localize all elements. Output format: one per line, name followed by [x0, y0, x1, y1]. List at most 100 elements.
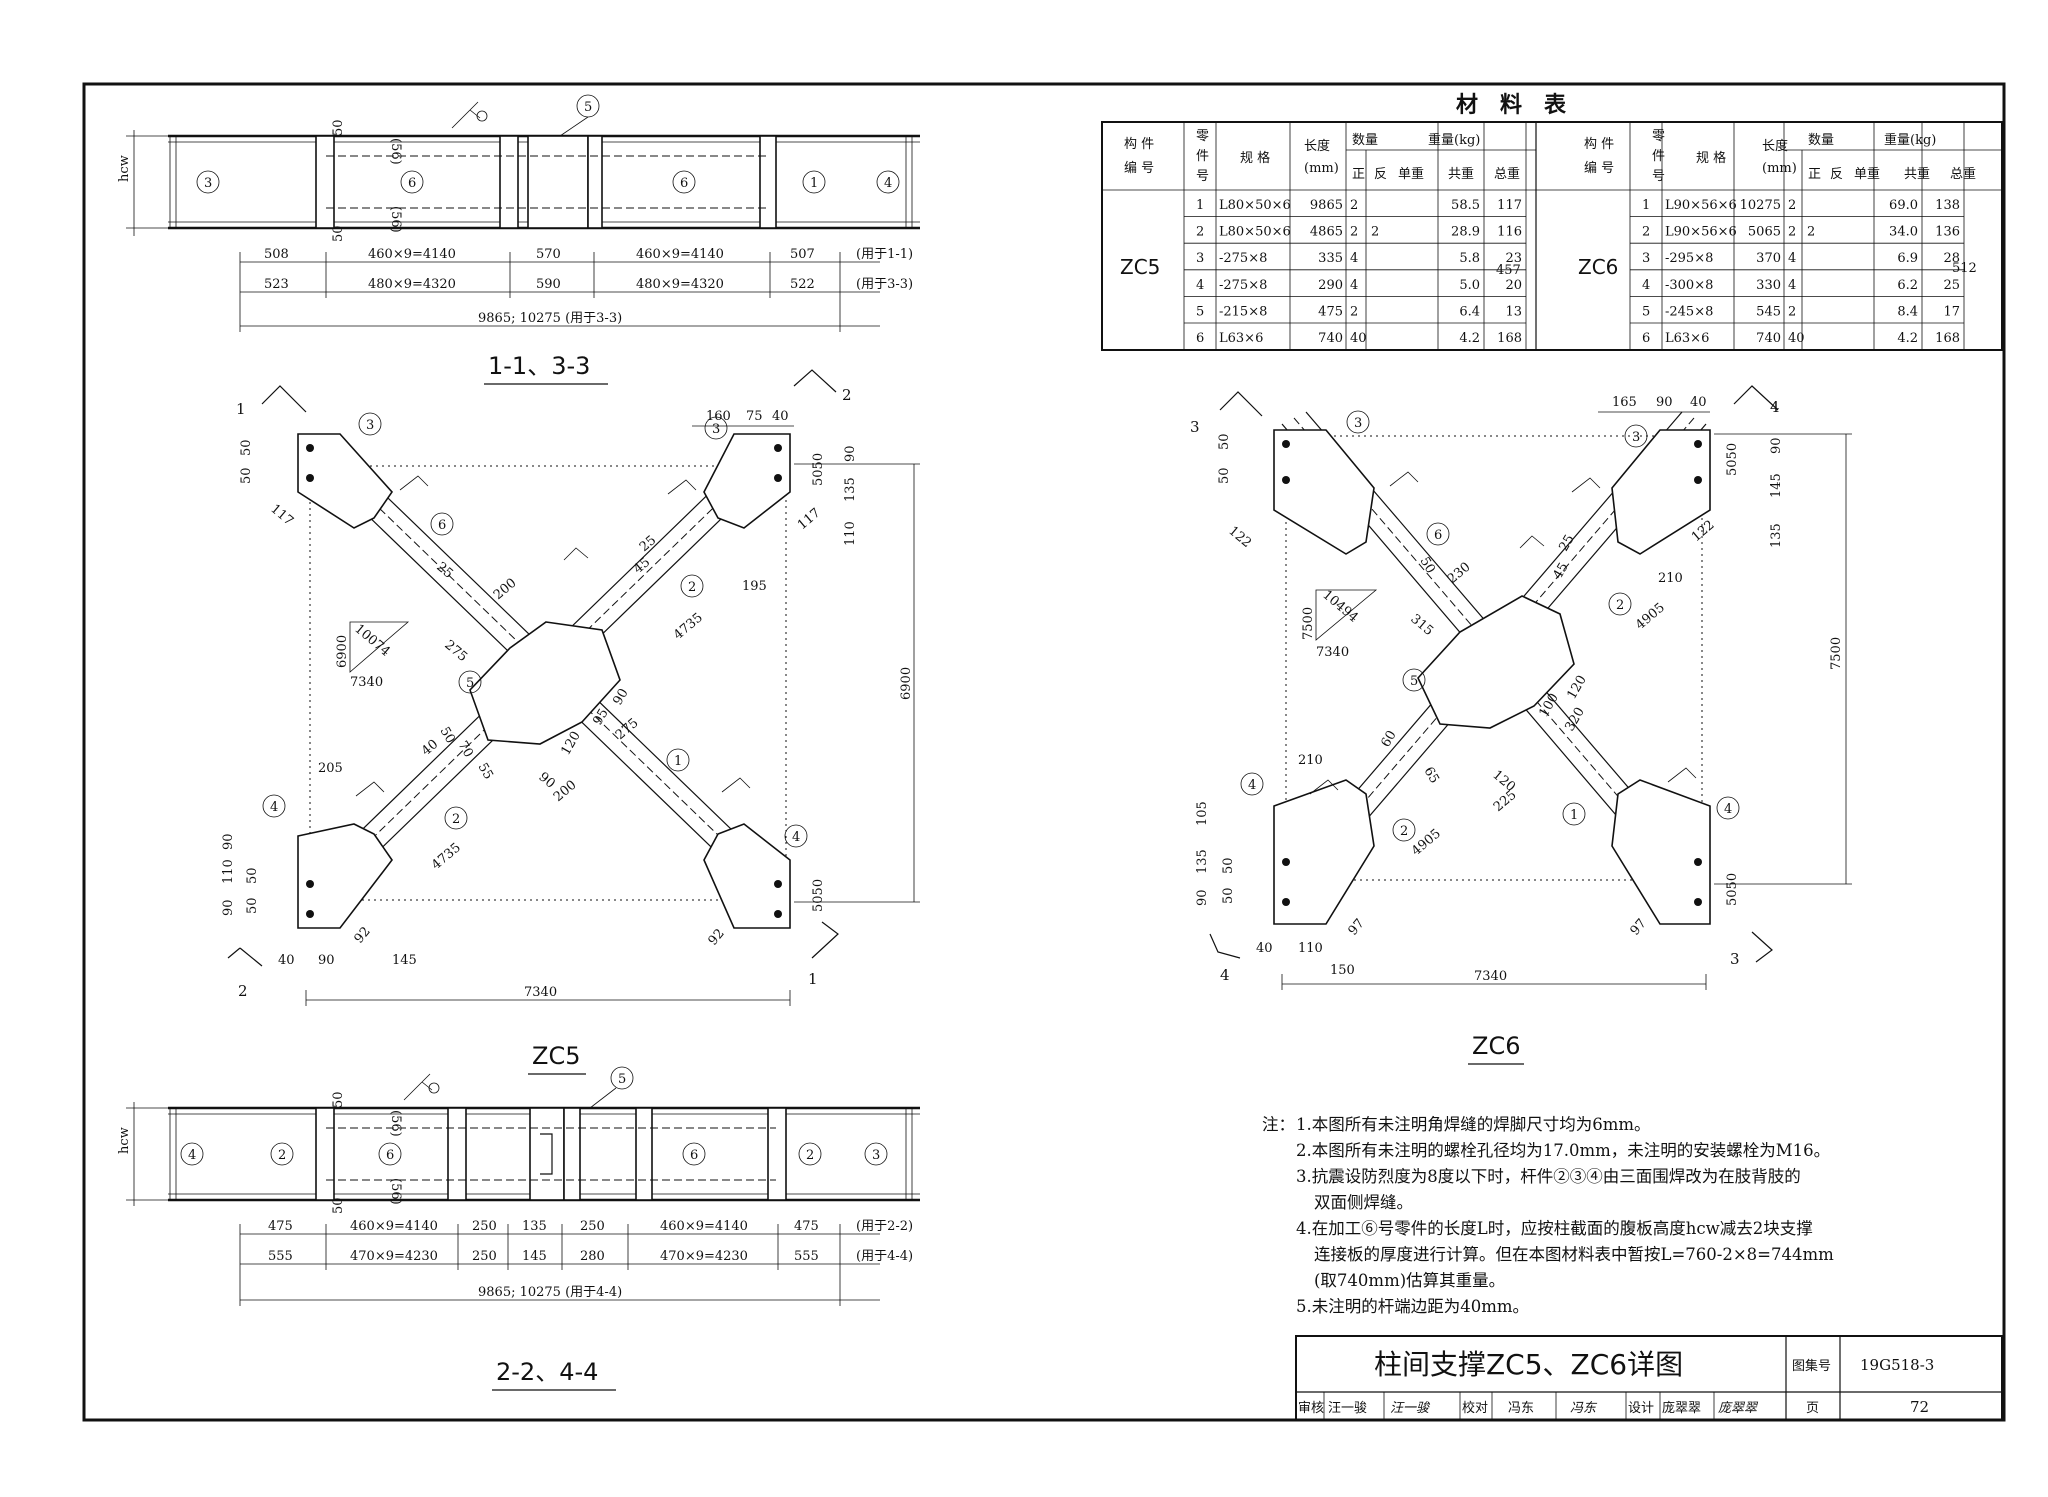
dim-56-bot-b: (56) [388, 1178, 403, 1205]
table-title: 材 料 表 [1456, 92, 1567, 118]
zc5-d195: 195 [742, 579, 767, 594]
table-zc5-r2-part: 2 [1196, 225, 1204, 240]
table-zc5-r5-length: 475 [1318, 304, 1343, 319]
zc6-slope-h: 7500 [1301, 607, 1316, 640]
th-tw-2: 总重 [1950, 166, 1976, 182]
table-zc6-r5-unit: 8.4 [1897, 304, 1918, 319]
table-zc6-r2-sum: 136 [1935, 225, 1960, 240]
zc6-d65: 65 [1421, 765, 1442, 787]
dim-50-bot-b: 50 [331, 1197, 346, 1214]
table-zc6-r3-front: 4 [1788, 251, 1796, 266]
zc5-d55: 55 [475, 761, 496, 783]
th-member-1: 构 件 [1124, 137, 1154, 152]
zc5-mark-2a: 2 [842, 386, 852, 404]
th-part-1c: 号 [1196, 169, 1209, 184]
dim-top-r2-2: 590 [536, 277, 561, 292]
zc6-d5050b: 5050 [1725, 873, 1740, 906]
zc6-title: ZC6 [1472, 1032, 1520, 1060]
callout-top-4: 4 [884, 176, 892, 191]
table-zc5-r6-length: 740 [1318, 331, 1343, 346]
dim-top-r1-2: 570 [536, 247, 561, 262]
dim-bot-r2-5: 470×9=4230 [660, 1249, 748, 1264]
table-zc6-r5-length: 545 [1756, 304, 1781, 319]
zc5-d5050b: 5050 [811, 879, 826, 912]
zc5-d145: 145 [392, 953, 417, 968]
th-qf-2: 正 [1808, 167, 1821, 182]
table-zc6-r4-part: 4 [1642, 278, 1650, 293]
zc5-d120: 120 [558, 729, 583, 758]
table-zc6-r4-unit: 6.2 [1897, 278, 1918, 293]
table-zc6-r4-length: 330 [1756, 278, 1781, 293]
zc6-callout-2b: 2 [1400, 824, 1408, 839]
zc5-d70: 70 [455, 739, 476, 761]
page-label: 页 [1806, 1401, 1819, 1416]
dim-bot-r1-1: 460×9=4140 [350, 1219, 438, 1234]
dim-top-r1-0: 508 [264, 247, 289, 262]
hcw-label-top: hcw [117, 155, 132, 182]
table-zc5-r3-length: 335 [1318, 251, 1343, 266]
dim-bot-r2-0: 555 [268, 1249, 293, 1264]
zc5-callout-1: 1 [674, 754, 682, 769]
table-zc6-r3-spec: -295×8 [1665, 251, 1713, 266]
table-zc6-r5-spec: -245×8 [1665, 304, 1713, 319]
zc5-callout-6: 6 [438, 518, 446, 533]
zc6-d50b: 50 [1217, 467, 1232, 484]
zc6-callout-3b: 3 [1632, 430, 1640, 445]
table-zc5-r1-unit: 58.5 [1451, 198, 1480, 213]
table-zc6-r2-spec: L90×56×6 [1665, 225, 1737, 240]
dim-bot-r1-2: 250 [472, 1219, 497, 1234]
callout-bot-6b: 6 [690, 1148, 698, 1163]
callout-bot-2a: 2 [278, 1148, 286, 1163]
dim-56-top-a: (56) [388, 138, 403, 165]
zc6-d225: 225 [1491, 788, 1520, 815]
zc5-d4735a: 4735 [671, 610, 706, 643]
table-zc6-r2-back: 2 [1807, 225, 1815, 240]
table-zc6-r6-length: 740 [1756, 331, 1781, 346]
zc6-d50e: 50 [1417, 555, 1438, 577]
th-sw-2: 共重 [1904, 166, 1930, 182]
table-zc5-r5-front: 2 [1350, 304, 1358, 319]
dim-bot-r1-5: 460×9=4140 [660, 1219, 748, 1234]
table-zc6-r5-sum: 17 [1943, 304, 1960, 319]
table-zc5-r2-length: 4865 [1310, 225, 1343, 240]
th-member-2: 构 件 [1584, 137, 1614, 152]
note-1: 1.本图所有未注明角焊缝的焊脚尺寸均为6mm。 [1296, 1115, 1651, 1134]
note-5: 5.未注明的杆端边距为40mm。 [1296, 1297, 1530, 1316]
zc5-d90d: 90 [221, 833, 236, 850]
zc5-d275a: 275 [441, 638, 470, 665]
zc5-callout-4a: 4 [270, 800, 278, 815]
table-zc6-total: 512 [1952, 261, 1977, 276]
th-qb-1: 反 [1374, 167, 1387, 182]
zc5-d117b: 117 [795, 506, 824, 533]
th-len-1b: (mm) [1304, 161, 1339, 176]
zc6-d110: 110 [1298, 941, 1323, 956]
zc5-width: 7340 [524, 985, 557, 1000]
zc5-d50a: 50 [239, 467, 254, 484]
zc6-d97b: 97 [1628, 916, 1650, 938]
callout-bot-3: 3 [872, 1148, 880, 1163]
zc5-callout-3a: 3 [366, 418, 374, 433]
zc6-d135b: 135 [1195, 849, 1210, 874]
zc6-d50d: 50 [1221, 887, 1236, 904]
zc6-d315: 315 [1407, 612, 1436, 639]
table-zc6-r3-sum: 28 [1943, 251, 1960, 266]
table-zc6-r2-part: 2 [1642, 225, 1650, 240]
table-zc5-r4-front: 4 [1350, 278, 1358, 293]
zc5-mark-1a: 1 [236, 400, 246, 418]
zc5-mark-1b: 1 [808, 970, 818, 988]
th-part-1: 零 [1196, 129, 1209, 144]
review-label: 审核 [1298, 1401, 1324, 1416]
zc6-d90c: 90 [1195, 889, 1210, 906]
table-zc5-r3-unit: 5.8 [1459, 251, 1480, 266]
th-member-1b: 编 号 [1124, 161, 1154, 176]
zc6-d60: 60 [1378, 728, 1399, 750]
table-zc5-r4-spec: -275×8 [1219, 278, 1267, 293]
table-zc5-r2-front: 2 [1350, 225, 1358, 240]
dim-56-top-b: (56) [388, 206, 403, 233]
note-4c: (取740mm)估算其重量。 [1314, 1271, 1506, 1290]
table-zc6-r6-sum: 168 [1935, 331, 1960, 346]
callout-bot-6a: 6 [386, 1148, 394, 1163]
table-zc5-r2-unit: 28.9 [1451, 225, 1480, 240]
table-zc5-r6-front: 40 [1350, 331, 1367, 346]
table-zc6-r6-front: 40 [1788, 331, 1805, 346]
